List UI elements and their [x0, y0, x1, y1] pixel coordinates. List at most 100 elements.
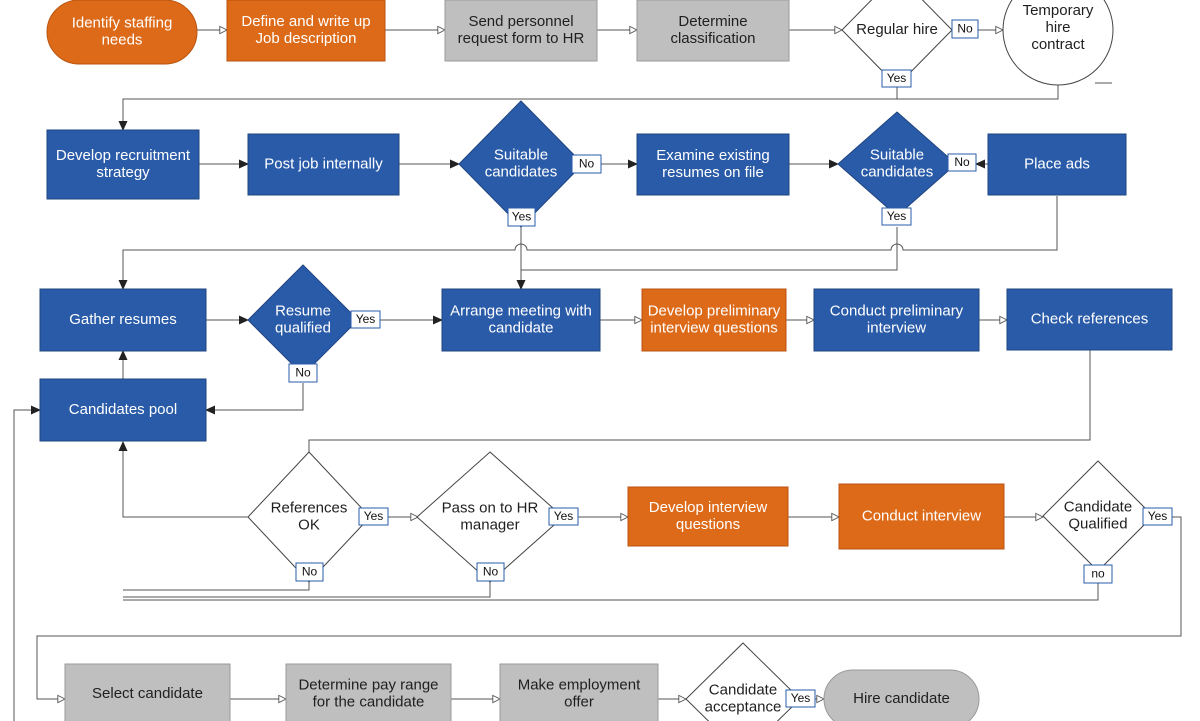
connector-left-pool: [13, 405, 41, 721]
check-refs-step: Check references: [1006, 288, 1173, 351]
regular-hire-text: Regular hire: [856, 21, 938, 38]
suitable2-no-label: No: [947, 153, 977, 172]
svg-text:Yes: Yes: [887, 209, 907, 223]
svg-text:Yes: Yes: [1148, 509, 1168, 523]
qualified-no-label: no: [1083, 564, 1113, 584]
hr-yes-label: Yes: [548, 507, 579, 526]
connector-suitable2-arrange: [521, 227, 898, 271]
suitable2-yes-label: Yes: [881, 207, 912, 226]
post-job-text: Post job internally: [264, 155, 383, 172]
cand-pool-text: Candidates pool: [69, 401, 177, 418]
svg-text:Yes: Yes: [887, 71, 907, 85]
suitable1-yes-label: Yes: [507, 207, 536, 227]
resume-yes-label: Yes: [350, 310, 381, 329]
svg-text:No: No: [957, 22, 973, 36]
svg-text:No: No: [954, 155, 970, 169]
gather-step: Gather resumes: [39, 288, 207, 352]
accept-yes-label: Yes: [785, 689, 816, 708]
cand-pool-step: Candidates pool: [39, 378, 207, 442]
svg-text:Yes: Yes: [356, 312, 376, 326]
svg-text:No: No: [302, 565, 318, 579]
svg-text:Yes: Yes: [791, 691, 811, 705]
svg-text:Yes: Yes: [364, 509, 384, 523]
hire-terminator: Hire candidate: [823, 669, 980, 721]
svg-text:no: no: [1091, 567, 1105, 581]
connector-ads-gather: [118, 196, 1058, 290]
gather-text: Gather resumes: [69, 311, 177, 328]
svg-text:Yes: Yes: [512, 210, 532, 224]
svg-text:Yes: Yes: [554, 509, 574, 523]
conduct-interview-step: Conduct interview: [838, 483, 1005, 550]
connector-qualified-select: [36, 516, 1182, 699]
svg-text:No: No: [295, 366, 311, 380]
refs-no-label: No: [295, 562, 324, 582]
regular-no-label: No: [951, 19, 979, 39]
connector-resume-pool: [205, 383, 304, 415]
conduct-interview-text: Conduct interview: [862, 507, 981, 524]
qualified-yes-label: Yes: [1142, 507, 1173, 526]
refs-yes-label: Yes: [358, 507, 389, 526]
select-text: Select candidate: [92, 685, 203, 702]
svg-text:No: No: [579, 157, 595, 171]
connector-check-refs: [304, 350, 1091, 468]
connector-temp-strategy: [118, 83, 1059, 131]
svg-text:No: No: [483, 565, 499, 579]
select-step: Select candidate: [64, 663, 231, 721]
resume-no-label: No: [288, 363, 318, 383]
connector-qualified-no: [123, 583, 1099, 601]
hr-no-label: No: [476, 562, 505, 582]
connector-hr-no: [123, 582, 491, 598]
suitable1-no-label: No: [571, 154, 602, 174]
connector-refs-no: [123, 582, 310, 591]
post-job-step: Post job internally: [247, 133, 400, 196]
connector-refs-pool: [118, 441, 248, 518]
place-ads-step: Place ads: [987, 133, 1127, 196]
check-refs-text: Check references: [1031, 310, 1149, 327]
place-ads-text: Place ads: [1024, 155, 1090, 172]
regular-yes-label: Yes: [881, 69, 912, 88]
connectors: [13, 30, 1182, 721]
